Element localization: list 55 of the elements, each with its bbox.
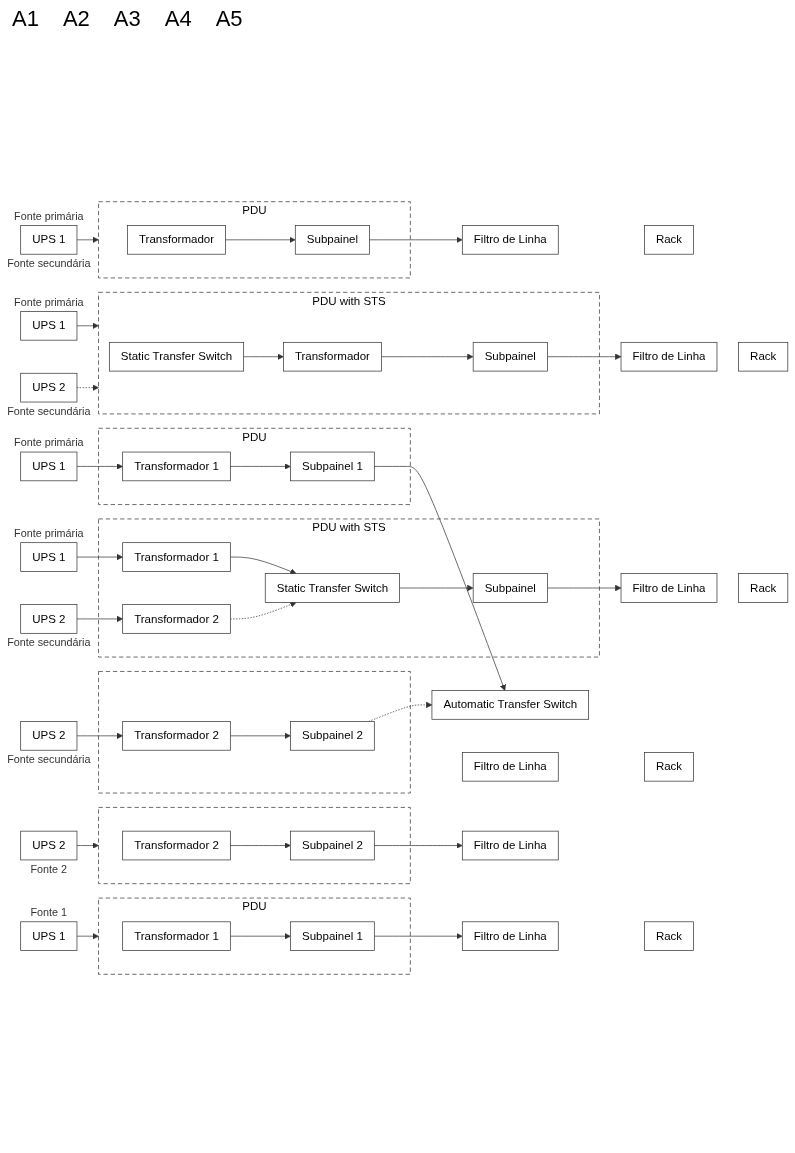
panel-label: A1: [12, 6, 39, 32]
panel-label: A4: [164, 6, 192, 32]
panel-label: A2: [62, 6, 90, 32]
node-box: Subpainel: [472, 341, 548, 372]
node-box: Transformador 1: [122, 451, 231, 482]
node-box: Transformador 2: [122, 604, 231, 634]
source-caption: Fonte 2: [30, 862, 68, 875]
node-box: UPS 2: [20, 372, 78, 403]
node-box: Rack: [738, 341, 789, 372]
source-caption: Fonte 1: [30, 906, 68, 919]
source-caption: Fonte primária: [14, 295, 84, 308]
node-box: Filtro de Linha: [461, 830, 559, 861]
node-box: UPS 1: [20, 225, 78, 255]
source-caption: Fonte primária: [14, 526, 84, 539]
node-box: Subpainel: [472, 573, 548, 603]
source-caption: Fonte secundária: [7, 405, 91, 417]
node-box: Subpainel 2: [290, 830, 375, 861]
node-box: UPS 2: [20, 830, 78, 861]
node-box: Rack: [644, 752, 694, 782]
source-caption: Fonte primária: [14, 436, 84, 449]
node-box: Subpainel: [294, 225, 370, 255]
panel-label: A3: [113, 6, 141, 32]
source-caption: Fonte secundária: [7, 636, 91, 649]
node-box: Filtro de Linha: [620, 573, 718, 603]
node-box: Transformador: [127, 225, 226, 255]
node-box: Subpainel 1: [290, 451, 375, 482]
node-box: Subpainel 2: [290, 721, 375, 751]
source-caption: Fonte secundária: [7, 753, 91, 766]
node-box: Transformador 1: [122, 921, 231, 951]
source-caption: Fonte secundária: [7, 257, 91, 270]
node-box: Filtro de Linha: [461, 752, 559, 782]
node-box: Filtro de Linha: [461, 921, 559, 951]
cluster: [98, 807, 411, 885]
node-box: Filtro de Linha: [620, 341, 718, 372]
node-box: Static Transfer Switch: [264, 573, 400, 603]
node-box: Transformador 2: [122, 830, 231, 861]
node-box: UPS 2: [20, 604, 78, 634]
node-box: Automatic Transfer Switch: [431, 690, 589, 720]
node-box: Rack: [644, 225, 694, 255]
source-caption: Fonte primária: [14, 209, 84, 222]
node-box: UPS 1: [20, 542, 78, 572]
node-box: UPS 1: [20, 451, 78, 482]
node-box: Subpainel 1: [290, 921, 375, 951]
panel-label: A5: [215, 6, 243, 32]
node-box: Static Transfer Switch: [109, 341, 244, 372]
node-box: UPS 1: [20, 921, 78, 951]
node-box: Transformador 2: [122, 721, 231, 751]
node-box: Transformador 1: [122, 542, 231, 572]
node-box: Transformador: [283, 341, 382, 372]
node-box: Rack: [738, 573, 789, 603]
node-box: UPS 2: [20, 721, 78, 751]
node-box: Rack: [644, 921, 694, 951]
cluster: [98, 671, 411, 794]
node-box: UPS 1: [20, 311, 78, 341]
node-box: Filtro de Linha: [461, 225, 559, 255]
